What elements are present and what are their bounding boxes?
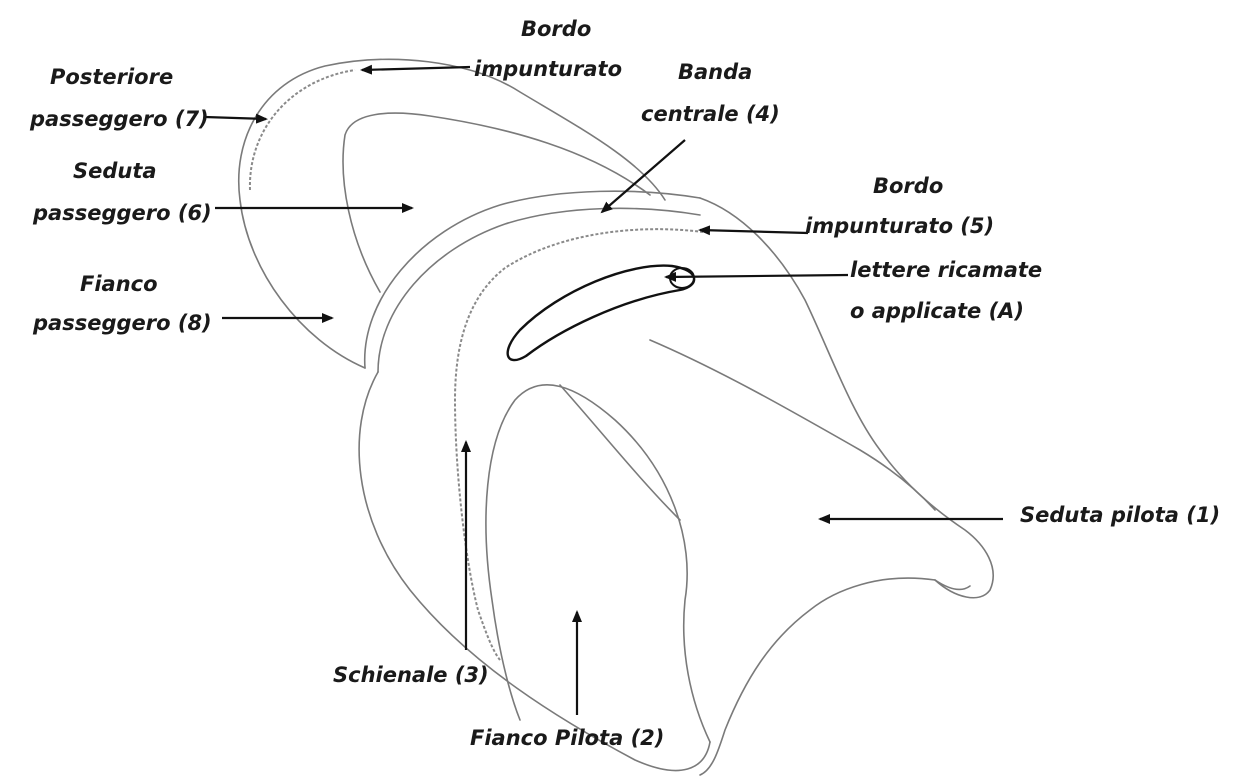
label-schienale: Schienale (3) — [333, 663, 489, 687]
arrow-posteriore — [205, 117, 266, 119]
label-lettere-line2: o applicate (A) — [850, 299, 1024, 323]
label-seduta-passeggero-line1: Seduta — [73, 159, 157, 183]
letters-area-outline — [508, 266, 694, 360]
passenger-seat-outline — [239, 59, 665, 368]
label-bordo-5-line1: Bordo — [873, 174, 943, 198]
central-band-outline-outer — [365, 191, 700, 368]
passenger-seat-top-outline — [343, 113, 650, 292]
label-seduta-pilota: Seduta pilota (1) — [1020, 503, 1220, 527]
pilot-side-outline — [486, 385, 710, 742]
label-lettere-line1: lettere ricamate — [850, 258, 1042, 282]
pilot-seat-inner-line-2 — [560, 385, 680, 520]
label-banda-line1: Banda — [678, 60, 752, 84]
label-posteriore-line1: Posteriore — [50, 65, 173, 89]
label-bordo-top-line1: Bordo — [521, 17, 591, 41]
label-fianco-passeggero-line1: Fianco — [80, 272, 158, 296]
pilot-seat-edge — [700, 578, 935, 775]
label-banda-line2: centrale (4) — [641, 102, 780, 126]
arrow-bordo-5 — [700, 230, 808, 233]
label-seduta-passeggero-line2: passeggero (6) — [32, 201, 212, 225]
pilot-seat-inner-line-1 — [650, 340, 935, 510]
labels: Bordo impunturato Posteriore passeggero … — [29, 17, 1220, 750]
passenger-rear-stitch — [250, 70, 355, 190]
arrow-bordo-top — [362, 67, 470, 70]
backrest-outline — [359, 372, 710, 770]
label-posteriore-line2: passeggero (7) — [29, 107, 209, 131]
label-fianco-pilota: Fianco Pilota (2) — [470, 726, 664, 750]
label-fianco-passeggero-line2: passeggero (8) — [32, 311, 212, 335]
label-bordo-5-line2: impunturato (5) — [805, 214, 994, 238]
arrows — [205, 67, 1003, 715]
label-bordo-top-line2: impunturato — [474, 57, 622, 81]
